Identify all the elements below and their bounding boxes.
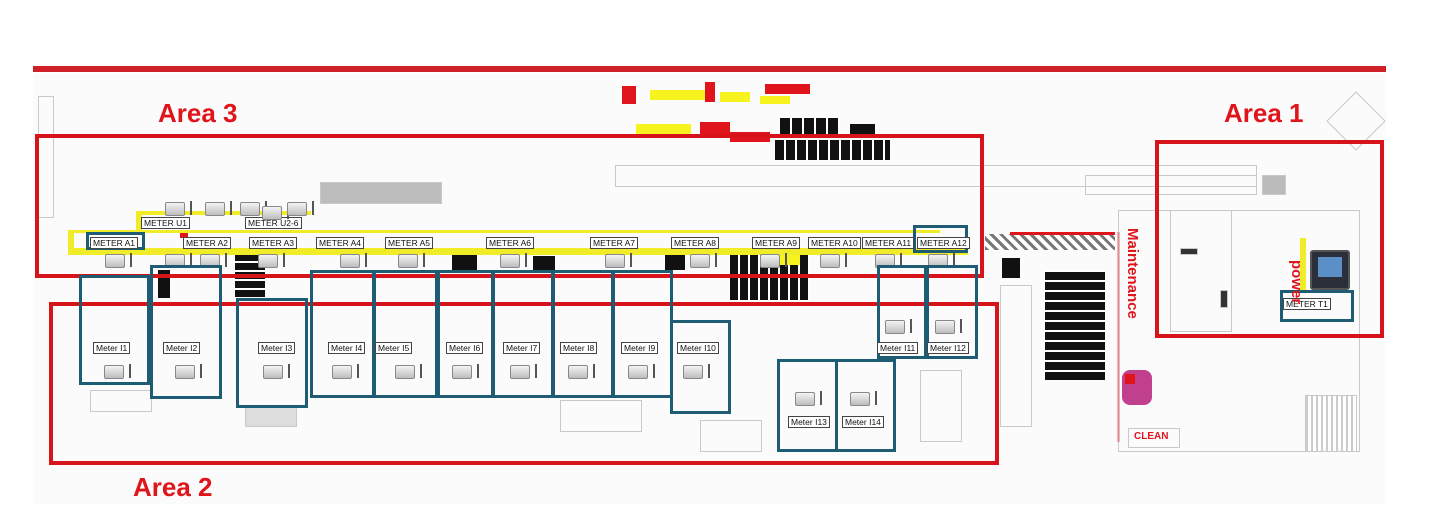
meter-i3-box — [236, 298, 308, 408]
meter-i2-label: Meter I2 — [163, 342, 201, 354]
meter-a8-label: METER A8 — [671, 237, 720, 249]
meter-t1-box — [1280, 290, 1354, 322]
meter-a2-label: METER A2 — [183, 237, 232, 249]
meter-i10-label: Meter I10 — [677, 342, 719, 354]
meter-i5-box — [372, 270, 438, 398]
meter-i4-label: Meter I4 — [328, 342, 366, 354]
area-2-box — [49, 302, 999, 465]
power-label: power — [1288, 260, 1305, 305]
meter-a3-label: METER A3 — [249, 237, 298, 249]
meter-i14-box — [835, 359, 896, 452]
top-border-line — [33, 66, 1386, 72]
meter-i12-label: Meter I12 — [927, 342, 969, 354]
meter-a10-label: METER A10 — [808, 237, 861, 249]
meter-i2-box — [150, 265, 222, 399]
meter-i7-label: Meter I7 — [503, 342, 541, 354]
area-2-label: Area 2 — [133, 472, 213, 502]
area-3-label: Area 3 — [158, 98, 238, 128]
meter-t1-device — [1310, 250, 1350, 290]
meter-i11-label: Meter I11 — [877, 342, 919, 354]
meter-i6-label: Meter I6 — [446, 342, 484, 354]
area-1-box — [1155, 140, 1384, 338]
meter-i10-box — [670, 320, 731, 414]
meter-a6-label: METER A6 — [486, 237, 535, 249]
meter-a9-label: METER A9 — [752, 237, 801, 249]
meter-i12-box — [924, 265, 978, 359]
meter-a4-label: METER A4 — [316, 237, 365, 249]
meter-i1-label: Meter I1 — [93, 342, 131, 354]
area-3-box — [35, 134, 984, 278]
meter-i11-box — [877, 265, 929, 359]
meter-t1-label: METER T1 — [1283, 298, 1331, 310]
meter-i3-label: Meter I3 — [258, 342, 296, 354]
meter-i13-label: Meter I13 — [788, 416, 830, 428]
meter-a12-label: METER A12 — [917, 237, 970, 249]
meter-a7-label: METER A7 — [590, 237, 639, 249]
maintenance-label: Maintenance — [1124, 228, 1141, 319]
meter-i14-label: Meter I14 — [842, 416, 884, 428]
meter-a11-label: METER A11 — [862, 237, 915, 249]
meter-i1-box — [79, 275, 150, 385]
meter-i8-label: Meter I8 — [560, 342, 598, 354]
meter-a1-label: METER A1 — [90, 237, 139, 249]
meter-a5-label: METER A5 — [385, 237, 434, 249]
meter-u1-label: METER U1 — [141, 217, 190, 229]
area-1-label: Area 1 — [1224, 98, 1304, 128]
meter-i9-label: Meter I9 — [621, 342, 659, 354]
clean-label: CLEAN — [1134, 431, 1169, 442]
meter-i5-label: Meter I5 — [375, 342, 413, 354]
